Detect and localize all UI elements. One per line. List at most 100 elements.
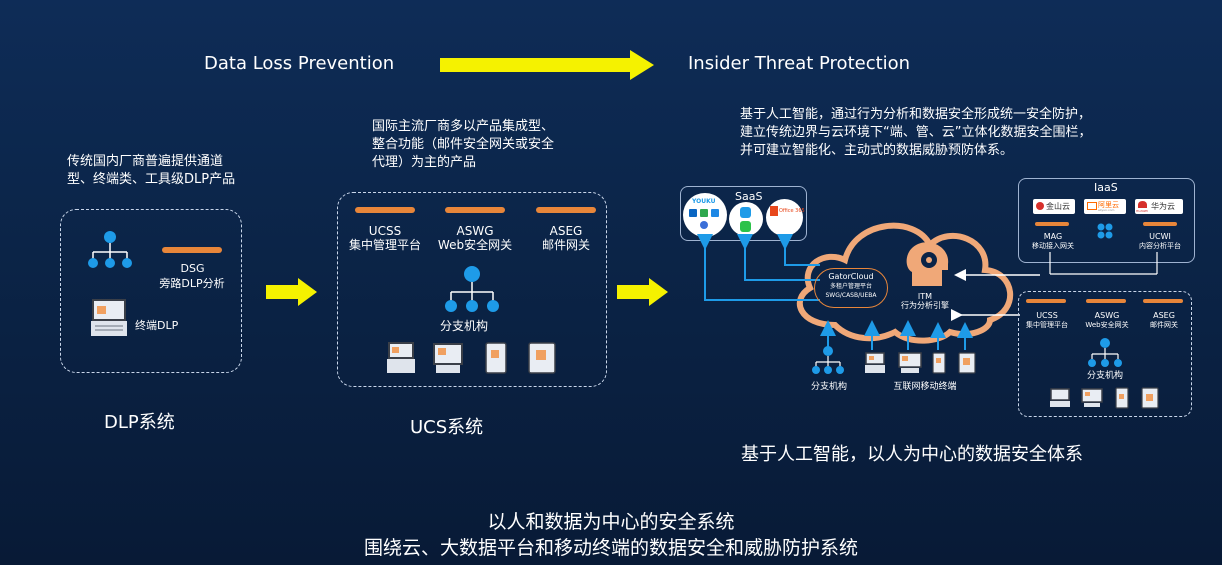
aseg-label: ASEG xyxy=(549,224,583,238)
iaas-connector-lines xyxy=(1049,252,1158,275)
dropbox-icon xyxy=(711,209,719,217)
ucs-system-panel xyxy=(337,192,607,387)
endpoint-dlp-label: 终端DLP xyxy=(135,319,179,332)
right-aswg-label: ASWG xyxy=(1094,311,1120,320)
ucs-to-itp-arrow xyxy=(617,278,668,306)
cluster-connector-icon xyxy=(1097,223,1113,239)
youku-logo-text: YOUKU xyxy=(692,198,716,205)
org-network-icon xyxy=(88,231,132,268)
linkedin-icon xyxy=(689,209,697,217)
aseg-appliance-icon xyxy=(536,207,596,213)
ucs-org-network-icon xyxy=(445,266,499,312)
ucwi-sub-label: 内容分析平台 xyxy=(1139,242,1181,250)
mobile-tablet-large-icon xyxy=(958,352,976,374)
gatorcloud-sub2: SWG/CASB/UEBA xyxy=(825,292,877,299)
dsg-appliance-icon xyxy=(162,247,222,253)
footer-line-1: 以人和数据为中心的安全系统 xyxy=(487,511,735,533)
ucs-branch-label: 分支机构 xyxy=(440,319,489,333)
saas-apps-icon xyxy=(729,202,763,236)
gatorcloud-badge: GatorCloud 多租户管理平台 SWG/CASB/UEBA xyxy=(814,268,888,308)
right-aseg-appliance xyxy=(1143,299,1183,303)
itm-label: ITM xyxy=(917,292,933,301)
itp-right-branch-panel xyxy=(1018,291,1192,417)
right-aswg-appliance xyxy=(1086,299,1126,303)
itm-sub-label: 行为分析引擎 xyxy=(901,301,949,310)
right-ucss-appliance xyxy=(1026,299,1066,303)
itp-caption: 基于人工智能，以人为中心的数据安全体系 xyxy=(741,444,1083,465)
gatorcloud-label: GatorCloud xyxy=(828,272,874,281)
ucwi-label: UCWI xyxy=(1149,232,1171,241)
right-ucss-label: UCSS xyxy=(1036,311,1058,320)
gatorcloud-sub1: 多租户管理平台 xyxy=(829,283,872,290)
ucs-laptop-icon xyxy=(387,342,415,373)
connector-saas-mid xyxy=(737,234,820,281)
dlp-to-ucs-arrow xyxy=(266,278,317,306)
mobile-tablet-icon xyxy=(932,352,946,374)
huawei-cloud-logo: HUAWEI 华为云 xyxy=(1135,199,1183,214)
ucwi-appliance-icon xyxy=(1143,222,1177,226)
aliyun-icon xyxy=(1087,202,1097,210)
ucss-sub-label: 集中管理平台 xyxy=(348,238,421,252)
wechat-icon xyxy=(740,221,751,232)
ucs-description: 国际主流厂商多以产品集成型、 整合功能（邮件安全网关或安全 代理）为主的产品 xyxy=(372,118,554,172)
iaas-panel xyxy=(1018,178,1195,263)
right-laptop-icon xyxy=(1050,388,1070,407)
right-aseg-label: ASEG xyxy=(1153,311,1175,320)
itp-desc-line: 并可建立智能化、主动式的数据威胁预防体系。 xyxy=(740,143,1014,158)
dlp-desc-line: 传统国内厂商普遍提供通道 xyxy=(67,154,224,169)
dlp-header-title: Data Loss Prevention xyxy=(204,53,395,74)
appstore-icon xyxy=(740,207,751,218)
ai-head-icon xyxy=(906,242,949,286)
itp-header-title: Insider Threat Protection xyxy=(688,53,911,74)
ucs-tablet-large-icon xyxy=(528,342,556,374)
office365-label: Office 365 xyxy=(779,208,805,214)
ucs-desc-line: 国际主流厂商多以产品集成型、 xyxy=(372,119,555,134)
dsg-sub-label: 旁路DLP分析 xyxy=(159,277,225,290)
iaas-title: IaaS xyxy=(1094,181,1118,194)
aliyun-sub: aliyun.com xyxy=(1098,208,1115,212)
dlp-description: 传统国内厂商普遍提供通道 型、终端类、工具级DLP产品 xyxy=(67,153,235,189)
right-tablet-large-icon xyxy=(1141,387,1159,409)
itp-desc-line: 建立传统边界与云环境下“端、管、云”立体化数据安全围栏， xyxy=(740,125,1092,140)
itp-desc-line: 基于人工智能，通过行为分析和数据安全形成统一安全防护， xyxy=(740,107,1092,122)
connector-saas-right xyxy=(777,234,820,266)
mag-label: MAG xyxy=(1043,232,1063,241)
office365-icon: Office 365 xyxy=(766,199,805,236)
right-branch-label: 分支机构 xyxy=(1086,371,1123,381)
huawei-mark: HUAWEI xyxy=(1136,209,1149,213)
huawei-label: 华为云 xyxy=(1151,202,1175,211)
ucs-desc-line: 代理）为主的产品 xyxy=(372,155,477,170)
right-aswg-sub: Web安全网关 xyxy=(1085,321,1129,329)
aswg-sub-label: Web安全网关 xyxy=(437,238,513,252)
mobile-laptop-icon xyxy=(865,352,885,373)
mobile-desktop-icon xyxy=(898,352,922,373)
mobile-terminal-label: 互联网移动终端 xyxy=(893,382,957,392)
itp-branch-label: 分支机构 xyxy=(810,382,847,392)
right-desktop-icon xyxy=(1081,388,1103,407)
evernote-icon xyxy=(700,209,708,217)
itp-description: 基于人工智能，通过行为分析和数据安全形成统一安全防护， 建立传统边界与云环境下“… xyxy=(740,106,1091,160)
mag-appliance-icon xyxy=(1035,222,1069,226)
kingsoft-label: 金山云 xyxy=(1046,202,1070,211)
right-tablet-icon xyxy=(1115,387,1129,409)
aswg-label: ASWG xyxy=(456,224,494,238)
ucs-desktop-icon xyxy=(433,343,463,373)
office-logo-icon xyxy=(770,206,778,216)
saas-title: SaaS xyxy=(735,190,763,203)
connector-saas-left xyxy=(697,234,820,301)
kingsoft-icon xyxy=(1036,202,1044,210)
dlp-caption: DLP系统 xyxy=(104,412,175,433)
ucs-desc-line: 整合功能（邮件安全网关或安全 xyxy=(372,137,555,152)
ucs-caption: UCS系统 xyxy=(410,417,484,438)
aseg-sub-label: 邮件网关 xyxy=(541,238,590,252)
huawei-icon xyxy=(1138,201,1147,208)
itp-branch-network-icon xyxy=(812,346,844,374)
ucss-label: UCSS xyxy=(368,224,402,238)
footer-line-2: 围绕云、大数据平台和移动终端的数据安全和威胁防护系统 xyxy=(363,537,858,559)
aliyun-label: 阿里云 xyxy=(1098,201,1119,209)
kingsoft-cloud-logo: 金山云 xyxy=(1033,199,1075,214)
mag-sub-label: 移动接入网关 xyxy=(1032,242,1074,250)
saas-youku-cluster-icon: YOUKU xyxy=(683,193,727,237)
ucs-tablet-icon xyxy=(485,342,507,374)
right-ucss-sub: 集中管理平台 xyxy=(1026,321,1068,329)
